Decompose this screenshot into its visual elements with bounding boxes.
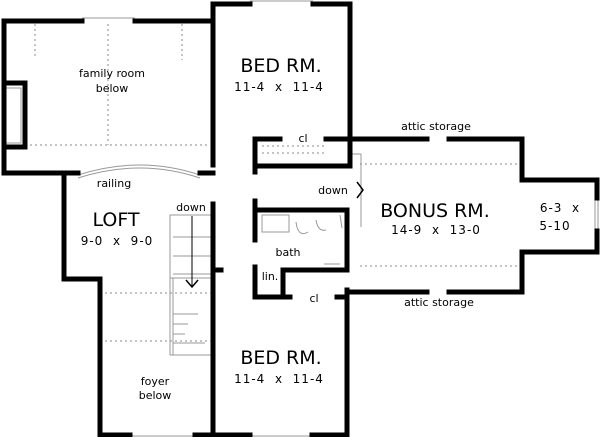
foyer-label: foyer [141, 375, 170, 388]
bonus-size: 14-9 x 13-0 [391, 223, 481, 237]
bonus-name: BONUS RM. [380, 200, 490, 222]
railing [77, 164, 201, 179]
chevron-right-icon [356, 181, 364, 199]
bed1-size: 11-4 x 11-4 [234, 80, 324, 94]
foyer-sublabel: below [139, 389, 172, 402]
arrow-down-icon [185, 279, 199, 289]
railing-label: railing [97, 177, 131, 190]
bed2-size: 11-4 x 11-4 [234, 372, 324, 386]
bath-fixtures [261, 214, 343, 265]
bed1-name: BED RM. [240, 55, 321, 77]
linen-label: lin. [262, 270, 279, 283]
attic-bottom-label: attic storage [404, 296, 474, 309]
alcove-size-2: 5-10 [539, 219, 570, 233]
closet-top-label: cl [298, 132, 307, 145]
closet-bottom-label: cl [309, 292, 318, 305]
loft-name: LOFT [92, 209, 139, 231]
ceiling-lines [30, 24, 520, 342]
alcove-size-1: 6-3 x [540, 201, 580, 215]
family-room-sublabel: below [96, 82, 129, 95]
bath-label: bath [275, 246, 300, 259]
stair-down-label: down [176, 201, 206, 214]
bed2-name: BED RM. [240, 347, 321, 369]
attic-top-label: attic storage [401, 120, 471, 133]
bonus-down-label: down [318, 184, 348, 197]
family-room-label: family room [79, 67, 145, 80]
staircase [169, 214, 213, 356]
loft-size: 9-0 x 9-0 [81, 234, 154, 248]
